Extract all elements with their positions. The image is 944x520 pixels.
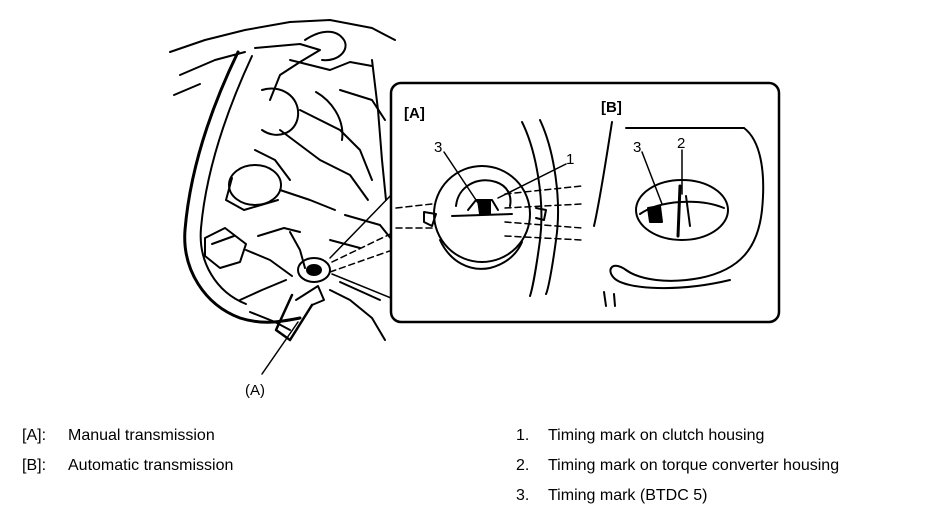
- inset-b-detail: [593, 121, 765, 307]
- callout-b-2: 2: [677, 135, 685, 152]
- legend-text: Manual transmission: [68, 427, 215, 444]
- legend-key: 3.: [516, 487, 530, 504]
- legend-key: [A]:: [22, 427, 47, 444]
- leader-a-1: [497, 163, 567, 199]
- legend-text: Timing mark on torque converter housing: [548, 457, 840, 474]
- legend-key: 1.: [516, 427, 530, 444]
- leader-b-3: [641, 151, 663, 205]
- legend-key: 2.: [516, 457, 530, 474]
- engine-bay-drawing: [169, 19, 396, 342]
- callout-b-3: 3: [633, 139, 641, 156]
- callout-pointer-a: (A): [245, 382, 265, 399]
- legend-text: Automatic transmission: [68, 457, 234, 474]
- legend-key: [B]:: [22, 457, 47, 474]
- leader-a-3: [443, 151, 481, 207]
- pointer-line-a: [261, 321, 299, 375]
- legend-text: Timing mark on clutch housing: [548, 427, 765, 444]
- inset-frame: [389, 81, 781, 324]
- inset-a-detail: [423, 119, 559, 297]
- inset-a-tag: [A]: [404, 105, 425, 122]
- inset-b-tag: [B]: [601, 99, 622, 116]
- callout-a-3: 3: [434, 139, 442, 156]
- legend-text: Timing mark (BTDC 5): [548, 487, 708, 504]
- callout-a-1: 1: [566, 151, 574, 168]
